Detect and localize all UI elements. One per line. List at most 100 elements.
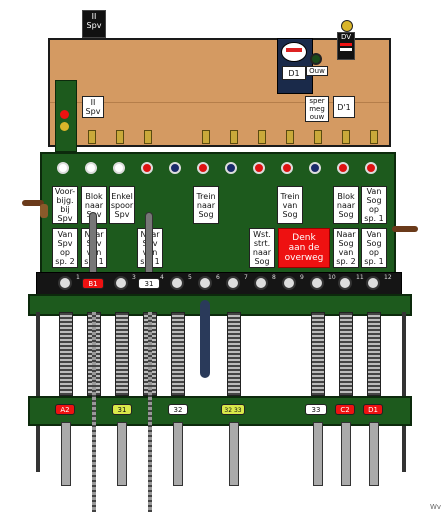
- lever-knob-7[interactable]: [198, 276, 212, 290]
- watermark: Wv: [430, 503, 442, 511]
- plate-line: Sog: [282, 209, 298, 219]
- plate-line: sp. 1: [364, 214, 384, 223]
- left-crank-handle[interactable]: [22, 200, 44, 206]
- plate-line: Van: [366, 230, 382, 239]
- plate-line: Sog: [366, 196, 382, 205]
- lever-tag-c2: C2: [335, 404, 355, 415]
- plate-denk-aan-de-overweg: Denk aan de overweg: [278, 228, 330, 268]
- lever-num-12: 12: [384, 274, 392, 281]
- lever-tag-32: 32: [168, 404, 188, 415]
- lever-num-7: 7: [244, 274, 248, 281]
- hanging-rod-1: [61, 422, 71, 486]
- plate-line: bijg.: [56, 196, 74, 205]
- lever-num-1: 1: [76, 274, 80, 281]
- mount-pin: [342, 130, 350, 144]
- lever-tag-d1: D1: [363, 404, 383, 415]
- lever-num-9: 9: [300, 274, 304, 281]
- left-crank-knob[interactable]: [40, 204, 48, 218]
- mount-pin: [202, 130, 210, 144]
- pulled-lever-handle[interactable]: [200, 300, 210, 378]
- right-crank-handle[interactable]: [392, 226, 418, 232]
- lever-knob-1[interactable]: [58, 276, 72, 290]
- mount-pin: [258, 130, 266, 144]
- dv-bar2: [340, 48, 352, 51]
- frame-post-left: [36, 312, 40, 472]
- dv-text: DV: [340, 33, 352, 41]
- lever-knob-3[interactable]: [114, 276, 128, 290]
- plate-line: naar: [84, 200, 104, 210]
- plate-wst-strt-naar-sog: Wst. strt. naar Sog: [249, 228, 275, 268]
- indicator-lamp-9: [281, 162, 293, 174]
- chain-2: [148, 312, 152, 512]
- plate-line: Trein: [196, 191, 216, 201]
- plate-line: overweg: [284, 253, 324, 263]
- lever-spring-5: [171, 312, 185, 396]
- hanging-rod-6: [341, 422, 351, 486]
- lever-num-6: 6: [216, 274, 220, 281]
- sign-ouw: Ouw: [306, 66, 328, 76]
- mount-row: [58, 128, 380, 150]
- plate-voorbijg-bij-spv: Voor- bijg. bij Spv: [52, 186, 78, 224]
- hanging-rod-3: [173, 422, 183, 486]
- indicator-lamp-1: [57, 162, 69, 174]
- red-lamp: [60, 110, 69, 119]
- hanging-rod-5: [313, 422, 323, 486]
- lever-knob-10[interactable]: [282, 276, 296, 290]
- hanging-rod-4: [229, 422, 239, 486]
- top-spv-sign: II Spv: [82, 10, 106, 38]
- plate-line: sp. 1: [364, 257, 384, 266]
- indicator-lamp-5: [169, 162, 181, 174]
- mount-pin: [286, 130, 294, 144]
- indicator-lamp-4: [141, 162, 153, 174]
- plate-line: Sog: [338, 209, 354, 219]
- lever-spring-7: [311, 312, 325, 396]
- plate-line: Spv: [57, 239, 73, 248]
- lever-spring-1: [59, 312, 73, 396]
- lever-knob-6[interactable]: [170, 276, 184, 290]
- lever-num-5: 5: [188, 274, 192, 281]
- lever-knob-13[interactable]: [366, 276, 380, 290]
- plate-van-sog-op-sp1-bottom: Van Sog op sp. 1: [361, 228, 387, 268]
- lever-knob-9[interactable]: [254, 276, 268, 290]
- plate-blok-naar-sog: Blok naar Sog: [333, 186, 359, 224]
- plate-line: aan de: [288, 243, 320, 253]
- mount-pin: [144, 130, 152, 144]
- plate-line: Blok: [85, 191, 103, 201]
- lever-num-3: 3: [132, 274, 136, 281]
- lever-tag-31-top: 31: [138, 278, 160, 289]
- mount-pin: [314, 130, 322, 144]
- mount-pin: [370, 130, 378, 144]
- plate-line: Van: [366, 187, 382, 196]
- plate-van-sog-op-sp1-top: Van Sog op sp. 1: [361, 186, 387, 224]
- plate-naar-sog-van-sp2: Naar Sog van sp. 2: [333, 228, 359, 268]
- plate-line: sp. 2: [336, 257, 356, 266]
- plate-line: van: [282, 200, 298, 210]
- ouw-indicator-lamp: [310, 53, 322, 65]
- plate-enkel-spoor-spv: Enkel spoor Spv: [109, 186, 135, 224]
- semaphore-dial[interactable]: [281, 42, 307, 62]
- plate-line: Wst.: [253, 230, 271, 239]
- lever-spring-8: [339, 312, 353, 396]
- indicator-lamp-10: [309, 162, 321, 174]
- lever-knob-8[interactable]: [226, 276, 240, 290]
- lever-tag-33: 33: [305, 404, 327, 415]
- yellow-lamp: [60, 122, 69, 131]
- lever-tag-32-33: 32 33: [221, 404, 245, 415]
- label-line: meg: [309, 105, 325, 113]
- plate-line: Spv: [114, 209, 130, 219]
- plate-line: Naar: [336, 230, 356, 239]
- plate-line: Blok: [337, 191, 355, 201]
- lever-knob-row: 1 3 4 5 6 7 8 9 10 11 12: [36, 272, 400, 294]
- lever-spring-6: [227, 312, 241, 396]
- indicator-lamp-6: [197, 162, 209, 174]
- plate-line: naar: [196, 200, 216, 210]
- hanging-rod-7: [369, 422, 379, 486]
- lever-tag-b1: B1: [82, 278, 104, 289]
- dv-lamp: [341, 20, 353, 32]
- plate-line: Sog: [254, 257, 270, 266]
- lever-knob-12[interactable]: [338, 276, 352, 290]
- label-d1: D'1: [333, 96, 355, 118]
- indicator-lamp-7: [225, 162, 237, 174]
- lever-knob-11[interactable]: [310, 276, 324, 290]
- indicator-lamp-2: [85, 162, 97, 174]
